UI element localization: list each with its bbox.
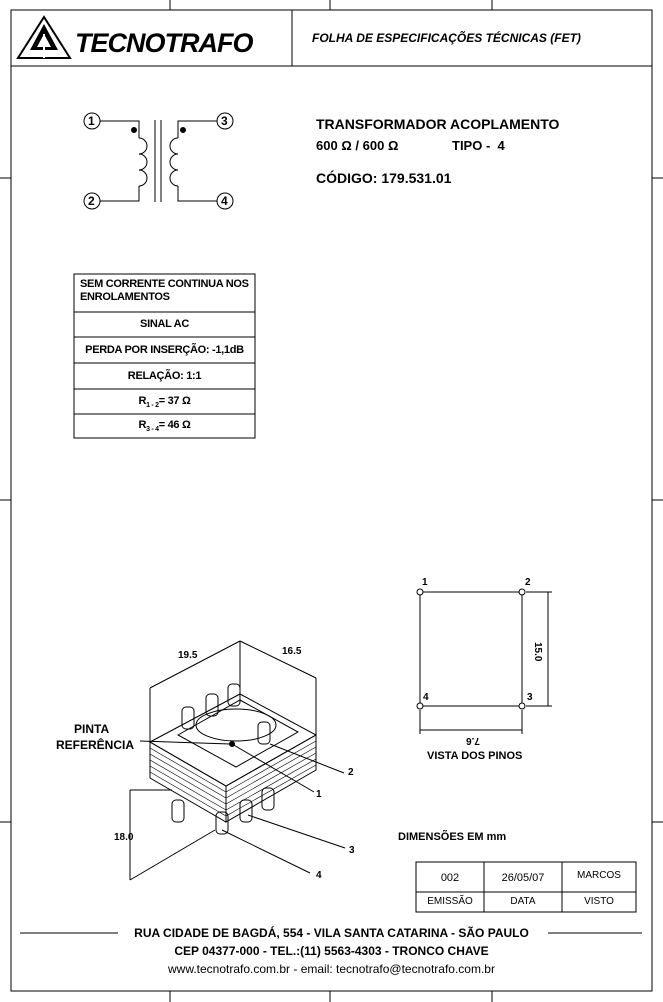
pinview-dim-vertical: 15.0: [532, 642, 543, 662]
transformer-isometric-drawing: [129, 640, 346, 881]
schematic-pin-2: 2: [88, 194, 95, 208]
footer-phone: CEP 04377-000 - TEL.:(11) 5563-4303 - TR…: [174, 944, 489, 958]
footer-address: RUA CIDADE DE BAGDÁ, 554 - VILA SANTA CA…: [134, 926, 529, 940]
impedance-rating: 600 Ω / 600 Ω: [316, 138, 399, 153]
pinview-pin-4: 4: [423, 692, 429, 703]
dim-width-label: 19.5: [178, 650, 198, 661]
product-name: TRANSFORMADOR ACOPLAMENTO: [316, 116, 560, 132]
stamp-visto-label: VISTO: [584, 896, 614, 907]
drawing-pin-1: 1: [316, 789, 322, 800]
spec-table-grid: [73, 273, 256, 439]
pinview-pin-2: 2: [525, 577, 531, 588]
stamp-date-label: DATA: [510, 896, 536, 907]
stamp-visto-value: MARCOS: [577, 870, 621, 881]
pin-view-diagram: [416, 588, 552, 734]
spec-insertion-loss: PERDA POR INSERÇÃO: -1,1dB: [85, 344, 244, 356]
drawing-pin-3: 3: [349, 845, 355, 856]
pinview-dim-horizontal: 7.6: [466, 735, 480, 746]
ref-label-line1: PINTA: [74, 722, 110, 736]
schematic-pin-1: 1: [88, 114, 95, 128]
dim-depth-label: 16.5: [282, 646, 302, 657]
ref-label-line2: REFERÊNCIA: [56, 738, 135, 752]
dimensions-note: DIMENSÕES EM mm: [398, 831, 507, 843]
brand-name: TECNOTRAFO: [75, 28, 253, 58]
pinview-pin-3: 3: [527, 692, 533, 703]
spec-resistance-3-4: R3 - 4= 46 Ω: [138, 419, 191, 434]
drawing-pin-2: 2: [348, 767, 354, 778]
stamp-date-value: 26/05/07: [501, 872, 545, 884]
transformer-schematic: [83, 112, 234, 210]
dim-height-label: 18.0: [114, 832, 134, 843]
spec-no-dc: SEM CORRENTE CONTINUA NOS ENROLAMENTOS: [80, 278, 249, 303]
drawing-pin-4: 4: [316, 870, 322, 881]
document-title: FOLHA DE ESPECIFICAÇÕES TÉCNICAS (FET): [312, 31, 581, 45]
pinview-pin-1: 1: [422, 577, 428, 588]
stamp-emission-value: 002: [440, 872, 460, 884]
schematic-pin-4: 4: [221, 194, 228, 208]
schematic-pin-3: 3: [221, 114, 228, 128]
stamp-emission-label: EMISSÃO: [427, 896, 473, 907]
product-code: CÓDIGO: 179.531.01: [316, 170, 452, 186]
spec-resistance-1-2: R1 - 2= 37 Ω: [138, 395, 191, 410]
stamp-grid: [415, 861, 637, 913]
type-designation: TIPO - 4: [452, 138, 505, 153]
pinview-caption: VISTA DOS PINOS: [427, 750, 523, 762]
tecnotrafo-logo-icon: [16, 15, 72, 59]
spec-ratio: RELAÇÃO: 1:1: [127, 370, 202, 382]
spec-signal: SINAL AC: [140, 318, 189, 330]
footer-web-email: www.tecnotrafo.com.br - email: tecnotraf…: [168, 962, 495, 976]
